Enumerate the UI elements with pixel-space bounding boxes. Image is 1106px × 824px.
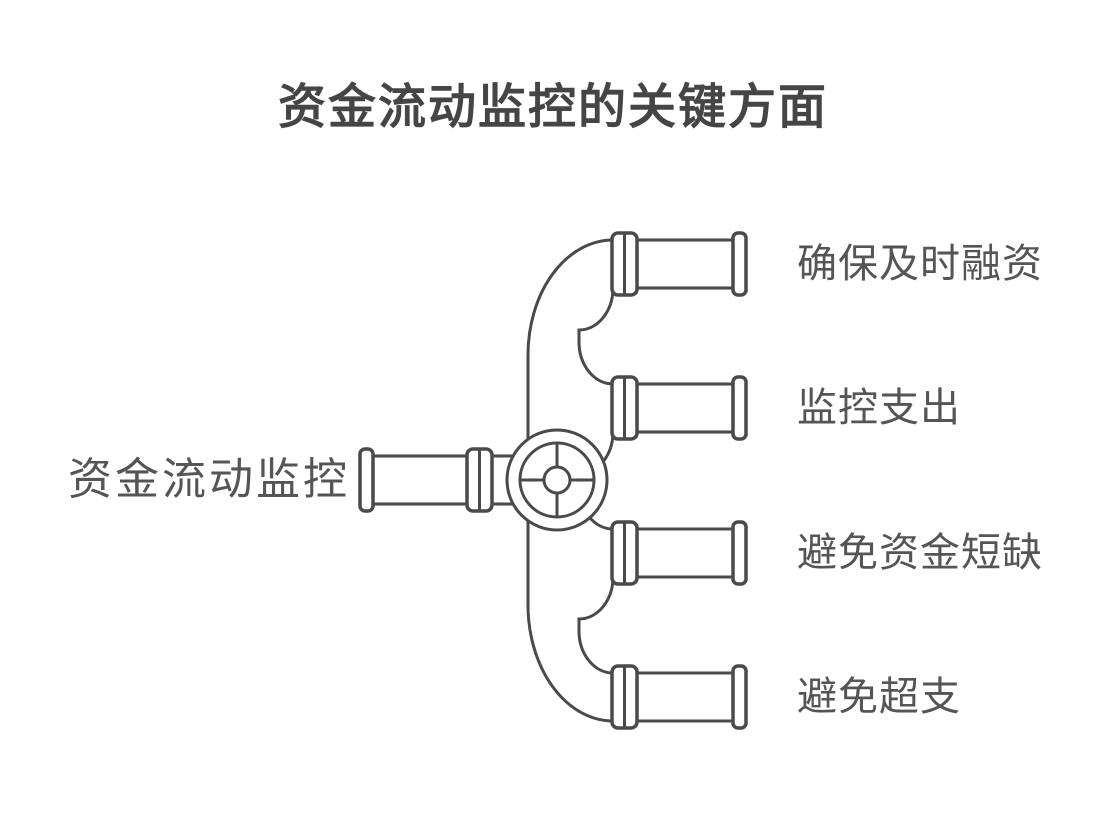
branch-pipe-endcap [731, 664, 748, 730]
valve-wheel-icon [505, 428, 609, 532]
branch-pipe-2 [610, 375, 748, 441]
branch-pipe-4 [610, 664, 748, 730]
branch-label-3: 避免资金短缺 [797, 531, 1043, 575]
valve-hub [542, 465, 572, 495]
root-pipe [358, 447, 518, 513]
branch-pipe-3 [610, 520, 748, 586]
branch-pipe-endcap [731, 375, 748, 441]
root-pipe-endcap [358, 447, 375, 513]
branch-label-4: 避免超支 [797, 675, 961, 719]
branch-label-2: 监控支出 [797, 386, 961, 430]
branch-pipe-endcap [731, 231, 748, 297]
branch-label-1: 确保及时融资 [797, 242, 1043, 286]
branch-pipe-1 [610, 231, 748, 297]
pipe-art-group [358, 231, 748, 730]
page-title: 资金流动监控的关键方面 [277, 81, 828, 134]
root-node-label: 资金流动监控 [68, 455, 350, 504]
branch-pipe-endcap [731, 520, 748, 586]
